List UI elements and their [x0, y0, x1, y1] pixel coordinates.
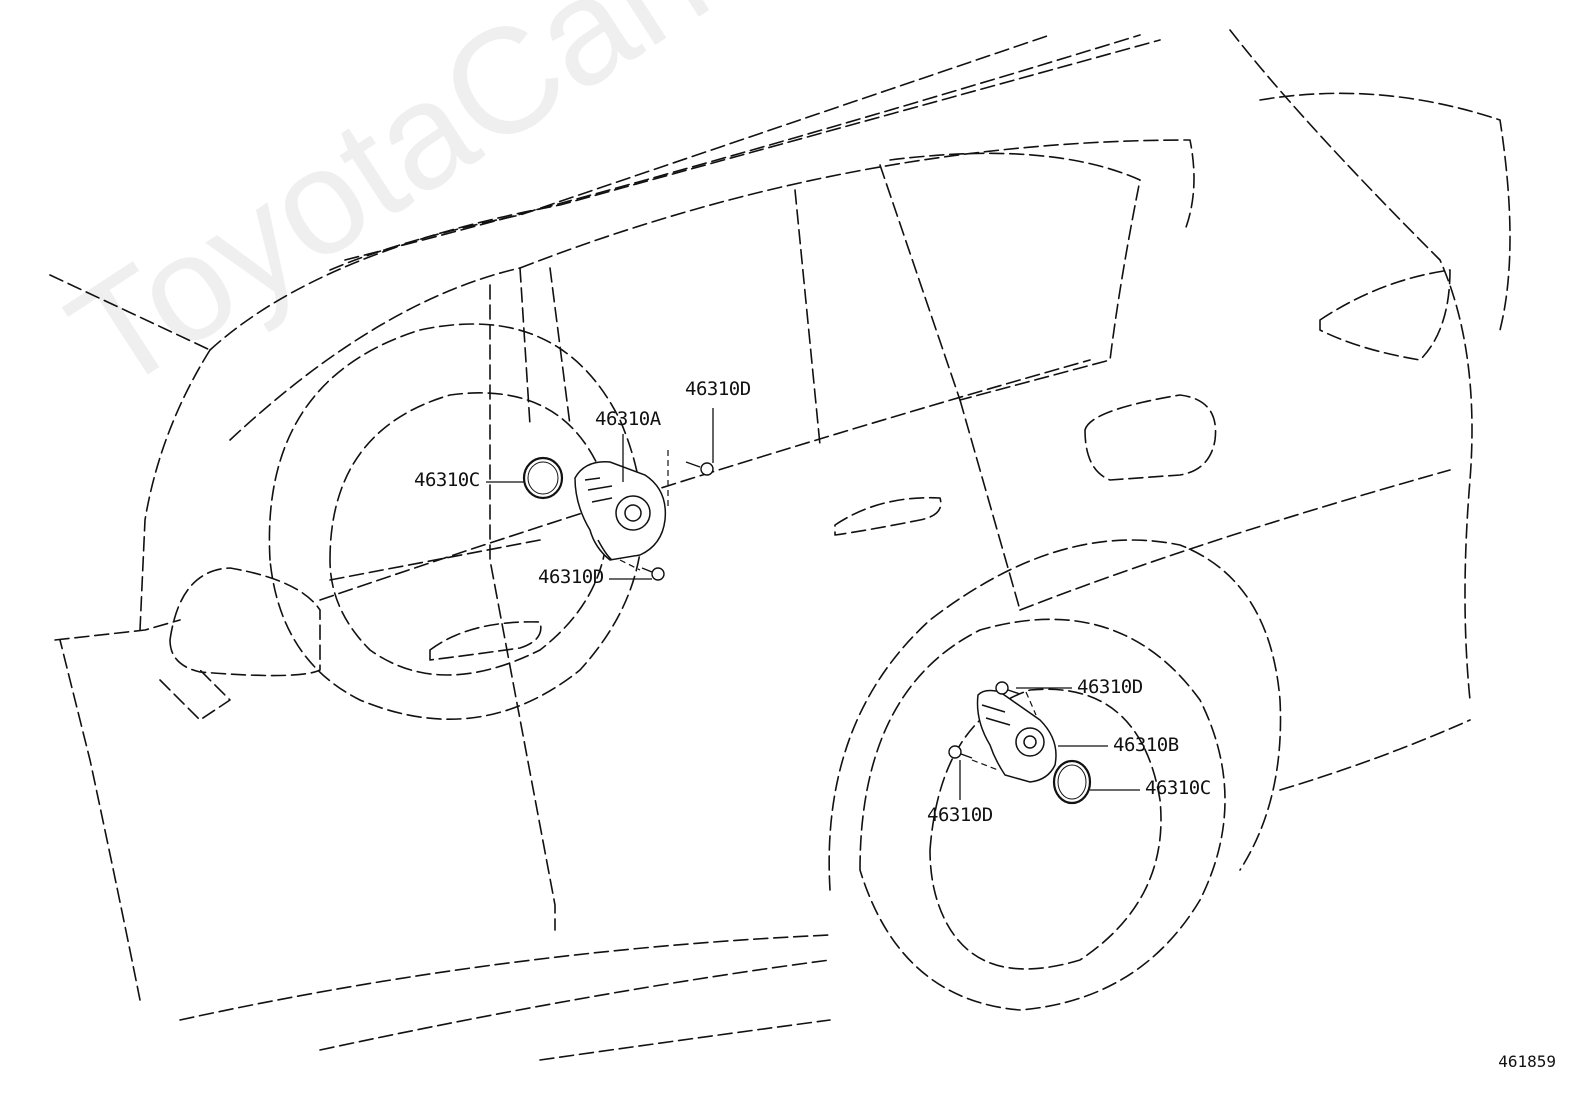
front-seal-ring: [522, 456, 564, 500]
roof-rail-outer: [329, 34, 1051, 271]
rocker-line: [179, 934, 831, 1021]
front-bolt-upper: [685, 461, 714, 476]
tail-lamp: [1319, 269, 1451, 361]
front-door-inner: [329, 392, 609, 676]
belt-line: [319, 359, 1091, 601]
rear-hatch: [1229, 29, 1473, 701]
roof-line: [209, 39, 1161, 351]
roof-rail-inner: [344, 34, 1141, 261]
diagram-code: 461859: [1498, 1052, 1556, 1071]
rear-hatch-2: [1259, 92, 1511, 331]
callout-front-seal: 46310C: [414, 469, 480, 491]
body-bottom: [59, 639, 141, 1001]
front-motor-assembly: [574, 461, 667, 561]
fuel-door: [1084, 394, 1217, 481]
rear-bolt-upper: [995, 681, 1021, 695]
rear-seal-ring: [1052, 759, 1092, 805]
rear-bolt-lower: [948, 745, 973, 759]
rear-quarter-window: [889, 152, 1141, 401]
callout-front-motor: 46310A: [595, 408, 661, 430]
rocker-line-2: [319, 959, 831, 1051]
callout-front-bolt-lower: 46310D: [538, 566, 604, 588]
callout-rear-motor: 46310B: [1113, 734, 1179, 756]
front-bolt-lower: [641, 567, 665, 581]
callout-rear-bolt-lower: 46310D: [927, 804, 993, 826]
belt-line-2: [329, 539, 541, 581]
front-handle: [429, 621, 542, 661]
c-pillar-1: [794, 189, 821, 446]
rear-door-edge: [959, 399, 1021, 611]
callout-rear-bolt-upper: 46310D: [1077, 676, 1143, 698]
window-line-front: [229, 267, 521, 441]
callout-rear-seal: 46310C: [1145, 777, 1211, 799]
rear-handle: [834, 496, 942, 536]
rear-wheel-outer: [859, 618, 1226, 1011]
window-top: [519, 139, 1195, 269]
rear-motor-assembly: [976, 689, 1057, 783]
callout-front-bolt-upper: 46310D: [685, 378, 751, 400]
rear-arch-outer: [828, 539, 1282, 891]
c-pillar-2: [879, 164, 961, 401]
b-pillar-1: [519, 267, 531, 426]
mirror-base: [159, 669, 231, 721]
b-pillar-2: [549, 267, 571, 426]
rear-fender-top: [1019, 469, 1451, 611]
front-door-edge: [489, 284, 556, 931]
side-mirror: [169, 567, 321, 677]
front-door-circle: [268, 323, 644, 721]
rear-bumper: [1279, 719, 1471, 791]
a-pillar: [139, 349, 211, 631]
side-sill: [539, 1019, 831, 1061]
hood-line: [49, 274, 211, 351]
windshield-base: [54, 619, 181, 641]
